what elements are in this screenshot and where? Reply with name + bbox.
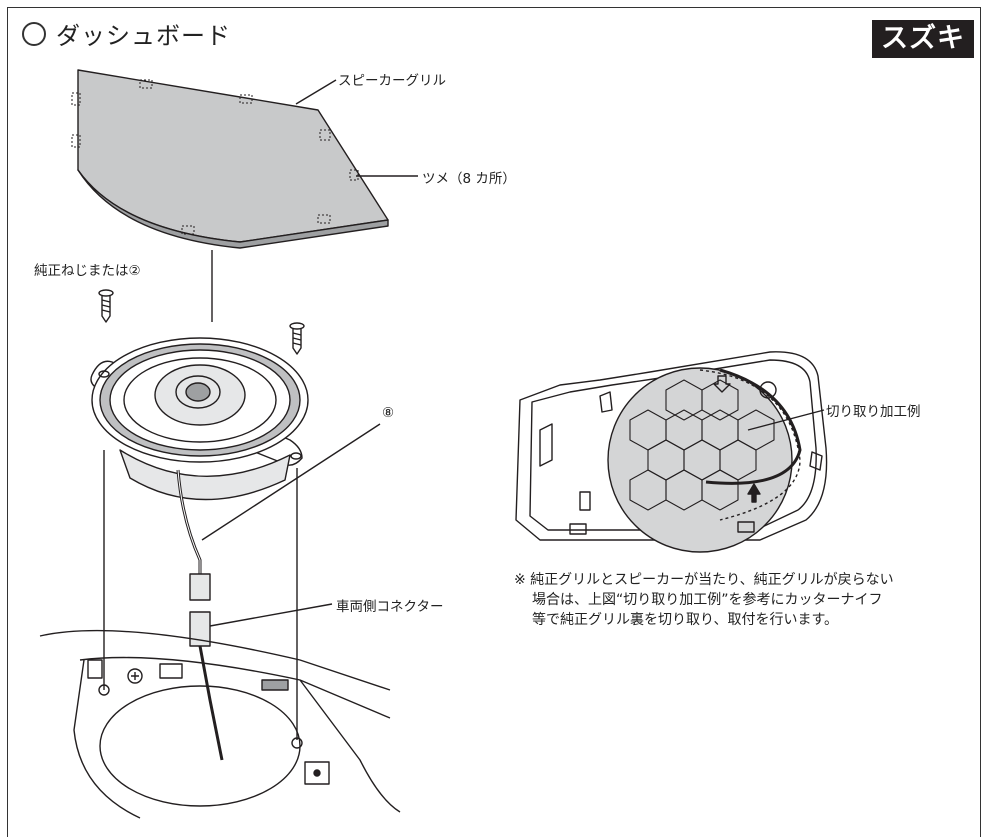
cut-example-label: 切り取り加工例 bbox=[826, 404, 921, 420]
brand-badge: スズキ bbox=[872, 20, 974, 58]
note-line-3: 等で純正グリル裏を切り取り、取付を行います。 bbox=[532, 612, 839, 628]
speaker-grille-label: スピーカーグリル bbox=[338, 73, 446, 89]
grille-leader-line bbox=[295, 79, 337, 105]
page-frame bbox=[7, 7, 981, 837]
clips-label: ツメ（8 カ所） bbox=[422, 171, 516, 187]
section-title-text: ダッシュボード bbox=[56, 22, 231, 50]
note-line-1: ※ 純正グリルとスピーカーが当たり、純正グリルが戻らない bbox=[514, 572, 894, 588]
speaker-grille-panel bbox=[71, 69, 389, 249]
speaker-connector bbox=[189, 573, 211, 601]
note-line-2: 場合は、上図“切り取り加工例”を参考にカッターナイフ bbox=[532, 592, 883, 608]
dashboard-panel bbox=[39, 629, 401, 819]
vehicle-cable bbox=[198, 645, 224, 761]
screw-right bbox=[289, 322, 305, 355]
screw-left bbox=[98, 289, 114, 323]
section-title: ダッシュボード bbox=[22, 16, 231, 51]
vehicle-connector-label: 車両側コネクター bbox=[336, 599, 444, 615]
speaker-unit bbox=[90, 337, 309, 501]
installation-note: ※ 純正グリルとスピーカーが当たり、純正グリルが戻らない 場合は、上図“切り取り… bbox=[514, 570, 974, 630]
grille-back-illustration bbox=[515, 351, 828, 553]
screw-label: 純正ねじまたは② bbox=[34, 263, 141, 279]
circle-bullet-icon bbox=[22, 22, 46, 46]
cut-example-leader-line bbox=[747, 409, 825, 431]
part-number-label: ⑧ bbox=[382, 405, 395, 421]
part-number-leader bbox=[201, 423, 381, 541]
connector-leader-line bbox=[209, 603, 333, 627]
